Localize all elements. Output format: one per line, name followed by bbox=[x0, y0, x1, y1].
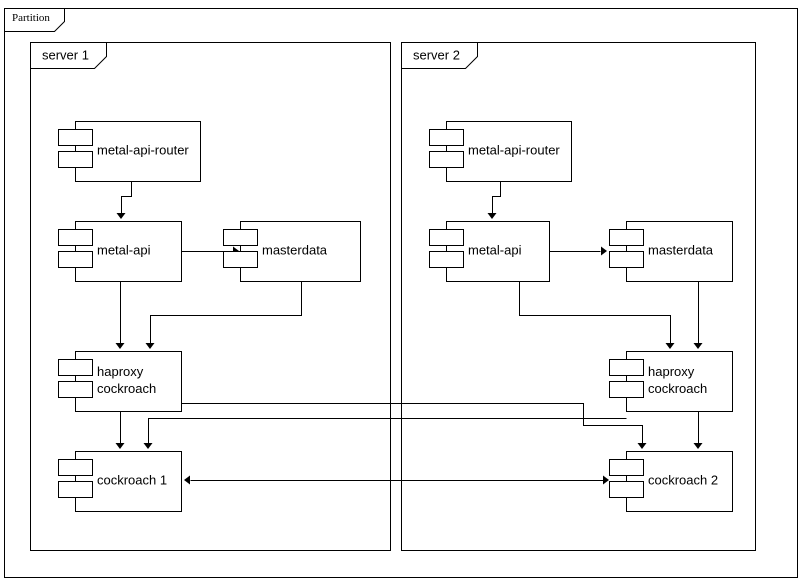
component-body-s2-haproxy bbox=[626, 351, 733, 412]
component-s2-haproxy[interactable]: haproxy cockroach bbox=[609, 351, 733, 412]
component-body-s2-cockroach2 bbox=[626, 451, 733, 512]
component-label-s1-cockroach1: cockroach 1 bbox=[97, 472, 167, 487]
components: metal-api-router metal-api masterdata hapro… bbox=[58, 121, 733, 512]
component-port-2-s1-cockroach1 bbox=[58, 481, 93, 498]
component-s2-metal-api[interactable]: metal-api bbox=[429, 221, 550, 282]
arrowhead-s2-api-to-haproxy bbox=[665, 343, 675, 349]
component-s2-metal-api-router[interactable]: metal-api-router bbox=[429, 121, 572, 182]
component-label-s2-masterdata: masterdata bbox=[648, 242, 714, 257]
component-label-s2-haproxy-line1: haproxy bbox=[648, 364, 695, 379]
component-label-s1-metal-api: metal-api bbox=[97, 242, 151, 257]
frame-tab-server2 bbox=[401, 42, 478, 69]
component-port-1-s1-haproxy bbox=[58, 359, 93, 376]
component-s1-metal-api[interactable]: metal-api bbox=[58, 221, 182, 282]
component-port-1-s2-cockroach2 bbox=[609, 459, 644, 476]
component-port-2-s2-masterdata bbox=[609, 251, 644, 268]
arrowhead-cockroach1-cockroach2 bbox=[184, 475, 190, 485]
component-s1-masterdata[interactable]: masterdata bbox=[223, 221, 361, 282]
component-label-s2-metal-api: metal-api bbox=[468, 242, 522, 257]
frame-label-server1: server 1 bbox=[42, 47, 89, 62]
arrowhead-s1-masterdata-to-haproxy bbox=[145, 343, 155, 349]
component-port-2-s2-haproxy bbox=[609, 381, 644, 398]
component-port-1-s1-metal-api-router bbox=[58, 129, 93, 146]
component-label-s1-haproxy-line2: cockroach bbox=[97, 381, 156, 396]
arrowhead-s1-haproxy-to-cockroach1 bbox=[115, 443, 125, 449]
component-port-2-s2-cockroach2 bbox=[609, 481, 644, 498]
component-port-1-s2-haproxy bbox=[609, 359, 644, 376]
component-body-s1-haproxy bbox=[75, 351, 182, 412]
component-port-2-s1-metal-api bbox=[58, 251, 93, 268]
component-label-s1-metal-api-router: metal-api-router bbox=[97, 142, 189, 157]
connector-s2-router-to-api[interactable] bbox=[492, 181, 501, 214]
component-label-s2-metal-api-router: metal-api-router bbox=[468, 142, 560, 157]
component-port-2-s1-metal-api-router bbox=[58, 151, 93, 168]
frame-label-server2: server 2 bbox=[413, 47, 460, 62]
component-body-s1-masterdata bbox=[240, 221, 361, 282]
arrowhead-s2-haproxy-to-cockroach2 bbox=[693, 443, 703, 449]
component-label-s2-cockroach2: cockroach 2 bbox=[648, 472, 718, 487]
connector-s2-haproxy-to-cockroach1[interactable] bbox=[148, 418, 627, 444]
component-port-1-s2-metal-api-router bbox=[429, 129, 464, 146]
component-label-s1-masterdata: masterdata bbox=[262, 242, 328, 257]
arrowhead2-cockroach1-cockroach2 bbox=[603, 475, 609, 485]
component-body-s2-metal-api-router bbox=[446, 121, 572, 182]
component-port-2-s2-metal-api bbox=[429, 251, 464, 268]
component-port-1-s1-metal-api bbox=[58, 229, 93, 246]
component-label-s1-haproxy-line1: haproxy bbox=[97, 364, 144, 379]
component-s1-metal-api-router[interactable]: metal-api-router bbox=[58, 121, 201, 182]
connector-s1-masterdata-to-haproxy[interactable] bbox=[150, 281, 302, 344]
component-port-1-s1-cockroach1 bbox=[58, 459, 93, 476]
frame-tab-server1 bbox=[30, 42, 107, 69]
component-s2-masterdata[interactable]: masterdata bbox=[609, 221, 733, 282]
component-body-s2-masterdata bbox=[626, 221, 733, 282]
connector-s2-api-to-haproxy[interactable] bbox=[519, 281, 671, 344]
arrowhead-s2-masterdata-to-haproxy bbox=[693, 343, 703, 349]
connector-s1-haproxy-to-cockroach2[interactable] bbox=[181, 403, 643, 444]
partition-label: Partition bbox=[12, 12, 50, 24]
component-port-2-s1-haproxy bbox=[58, 381, 93, 398]
component-s1-cockroach1[interactable]: cockroach 1 bbox=[58, 451, 182, 512]
component-port-1-s2-metal-api bbox=[429, 229, 464, 246]
component-s2-cockroach2[interactable]: cockroach 2 bbox=[609, 451, 733, 512]
component-port-2-s1-masterdata bbox=[223, 251, 258, 268]
component-body-s1-cockroach1 bbox=[75, 451, 182, 512]
arrowhead-s1-router-to-api bbox=[116, 213, 126, 219]
component-label-s2-haproxy-line2: cockroach bbox=[648, 381, 707, 396]
component-s1-haproxy[interactable]: haproxy cockroach bbox=[58, 351, 182, 412]
arrowhead-s2-haproxy-to-cockroach1 bbox=[143, 443, 153, 449]
arrowhead-s1-haproxy-to-cockroach2 bbox=[637, 443, 647, 449]
arrowhead-s2-api-to-masterdata bbox=[601, 246, 607, 256]
arrowhead-s2-router-to-api bbox=[487, 213, 497, 219]
component-port-1-s1-masterdata bbox=[223, 229, 258, 246]
partition-tab bbox=[4, 8, 65, 32]
component-port-2-s2-metal-api-router bbox=[429, 151, 464, 168]
connector-s1-router-to-api[interactable] bbox=[121, 181, 132, 214]
arrowhead-s1-api-to-haproxy bbox=[115, 343, 125, 349]
component-port-1-s2-masterdata bbox=[609, 229, 644, 246]
